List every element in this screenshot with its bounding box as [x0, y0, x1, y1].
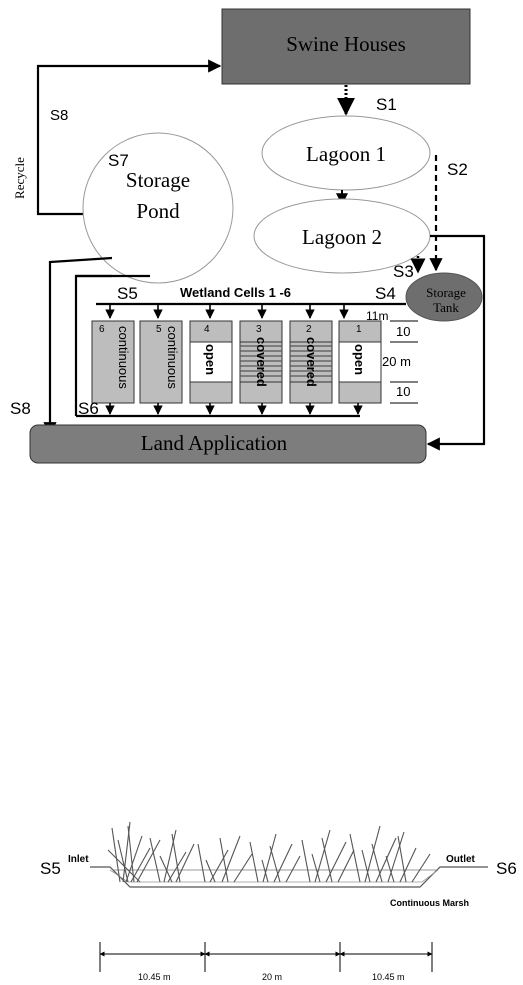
wetland-cell-1: 1 open: [338, 320, 382, 404]
s8-top-label: S8: [50, 107, 68, 124]
marsh-vegetation: [107, 821, 431, 883]
s7-label: S7: [108, 151, 129, 170]
wetland-cell-3: 3 covered: [239, 320, 283, 404]
svg-text:2: 2: [306, 324, 312, 335]
marsh-label: Continuous Marsh: [390, 898, 469, 908]
storage-tank: [405, 272, 483, 322]
s2-label: S2: [447, 160, 468, 179]
cross-section-dimensions: [99, 942, 433, 972]
dim-mid-label: 20 m: [262, 972, 282, 982]
s1-label: S1: [376, 95, 397, 114]
svg-text:covered: covered: [254, 337, 269, 387]
marsh-profile: [90, 866, 488, 888]
svg-text:continuous: continuous: [165, 326, 180, 389]
land-application-box: [29, 424, 427, 464]
wetland-cell-2: 2 covered: [289, 320, 333, 404]
svg-text:open: open: [352, 344, 367, 375]
lagoon-1-label: Lagoon 1: [306, 142, 386, 166]
wetland-cell-5: 5 continuous: [139, 320, 183, 404]
wetland-title: Wetland Cells 1 -6: [180, 285, 291, 300]
land-application-label: Land Application: [141, 431, 288, 455]
svg-text:4: 4: [204, 324, 210, 335]
svg-text:open: open: [203, 344, 218, 375]
recycle-line: [36, 59, 222, 216]
dim-10-bottom: 10: [396, 384, 410, 399]
dim-20m: 20 m: [382, 354, 411, 369]
svg-text:1: 1: [356, 324, 362, 335]
svg-text:6: 6: [99, 324, 105, 335]
inlet-label: Inlet: [68, 854, 89, 865]
s5-top-label: S5: [117, 284, 138, 303]
s4-label: S4: [375, 284, 396, 303]
storage-tank-label-2: Tank: [433, 300, 459, 315]
dim-10-top: 10: [396, 324, 410, 339]
cell-feed-arrows: [105, 304, 349, 319]
wetland-cell-6: 6 continuous: [91, 320, 135, 404]
wetland-cell-4: 4 open: [189, 320, 233, 404]
recycle-label: Recycle: [12, 157, 27, 199]
s6-bottom-label: S6: [496, 859, 517, 878]
dim-left-label: 10.45 m: [138, 972, 171, 982]
s8-left-label: S8: [10, 399, 31, 418]
storage-pond-label-1: Storage: [126, 168, 190, 192]
outlet-label: Outlet: [446, 854, 476, 865]
s6-label: S6: [78, 399, 99, 418]
swine-houses-box: [221, 8, 471, 85]
cross-section-diagram: Inlet Outlet S5 S6 Continuous Marsh 10.4…: [40, 821, 517, 982]
svg-text:3: 3: [256, 324, 262, 335]
cell-outflow-arrows: [105, 403, 363, 415]
lagoon2-to-land-line: [426, 234, 486, 451]
s3-label: S3: [393, 262, 414, 281]
dim-right-label: 10.45 m: [372, 972, 405, 982]
swine-houses-label: Swine Houses: [286, 32, 406, 56]
cell-dimension-marks: [390, 320, 418, 404]
wetland-cells: 6 continuous 5 continuous 4 open: [91, 320, 382, 404]
svg-text:5: 5: [156, 324, 162, 335]
lagoon-2-label: Lagoon 2: [302, 225, 382, 249]
dim-11m: 11m: [366, 309, 388, 323]
process-flow-diagram: Swine Houses Recycle S8 S1 Lagoon 1 Lago…: [10, 8, 486, 464]
storage-tank-label-1: Storage: [426, 285, 466, 300]
storage-pond-label-2: Pond: [136, 199, 180, 223]
pond-outflow-line: [43, 256, 113, 436]
lagoon-1: [261, 115, 431, 191]
s5-bottom-label: S5: [40, 859, 61, 878]
svg-text:continuous: continuous: [116, 326, 131, 389]
storage-pond: [82, 132, 234, 284]
svg-text:covered: covered: [304, 337, 319, 387]
